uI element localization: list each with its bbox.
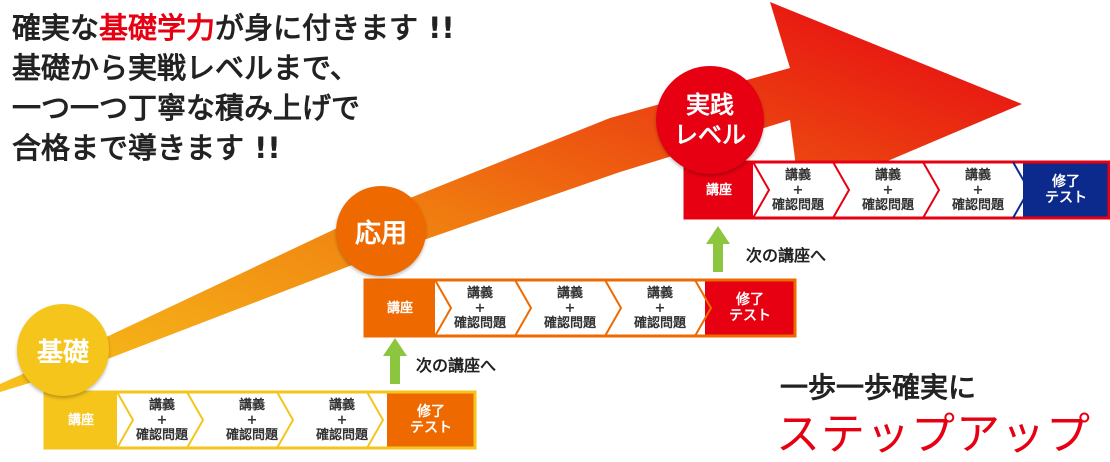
- tagline-line-2: ステップアップ !!: [776, 409, 1110, 460]
- basic-step-2: 講義+確認問題: [207, 392, 297, 448]
- basic-step-3: 講義+確認問題: [297, 392, 387, 448]
- intro-line-1: 確実な基礎学力が身に付きます !!: [12, 11, 455, 45]
- tagline-line-1: 一歩一歩確実に: [780, 371, 977, 404]
- applied-course-row: 講座 講義+確認問題 講義+確認問題 講義+確認問題 修了テスト: [365, 280, 795, 336]
- practical-final-test: 修了テスト: [1023, 162, 1109, 218]
- applied-step-2: 講義+確認問題: [525, 280, 615, 336]
- intro-text: 確実な基礎学力が身に付きます !! 基礎から実戦レベルまで、 一つ一つ丁寧な積み…: [12, 8, 455, 168]
- intro-line-4: 合格まで導きます !!: [12, 131, 281, 165]
- applied-course-head: 講座: [365, 280, 435, 336]
- basic-step-1: 講義+確認問題: [117, 392, 207, 448]
- practical-step-2: 講義+確認問題: [843, 162, 933, 218]
- basic-badge: 基礎: [17, 304, 109, 396]
- applied-step-3: 講義+確認問題: [615, 280, 705, 336]
- next-course-label-2: 次の講座へ: [746, 246, 827, 265]
- practical-step-3: 講義+確認問題: [933, 162, 1023, 218]
- applied-step-1: 講義+確認問題: [435, 280, 525, 336]
- growth-arrow: [0, 2, 1022, 392]
- applied-badge: 応用: [336, 186, 426, 276]
- basic-course-row: 講座 講義+確認問題 講義+確認問題 講義+確認問題 修了テスト: [45, 392, 475, 448]
- growth-arrow-body: [0, 2, 1022, 392]
- intro-line-3: 一つ一つ丁寧な積み上げで: [12, 91, 361, 125]
- applied-final-test: 修了テスト: [705, 280, 795, 336]
- practical-badge: 実践レベル: [656, 66, 764, 174]
- basic-final-test: 修了テスト: [387, 392, 475, 448]
- intro-emphasis: 基礎学力: [99, 11, 216, 45]
- next-course-label-1: 次の講座へ: [416, 356, 497, 375]
- intro-line-2: 基礎から実戦レベルまで、: [12, 51, 359, 85]
- basic-course-head: 講座: [45, 392, 117, 448]
- practical-step-1: 講義+確認問題: [753, 162, 843, 218]
- practical-course-row: 講座 講義+確認問題 講義+確認問題 講義+確認問題 修了テスト: [685, 162, 1109, 218]
